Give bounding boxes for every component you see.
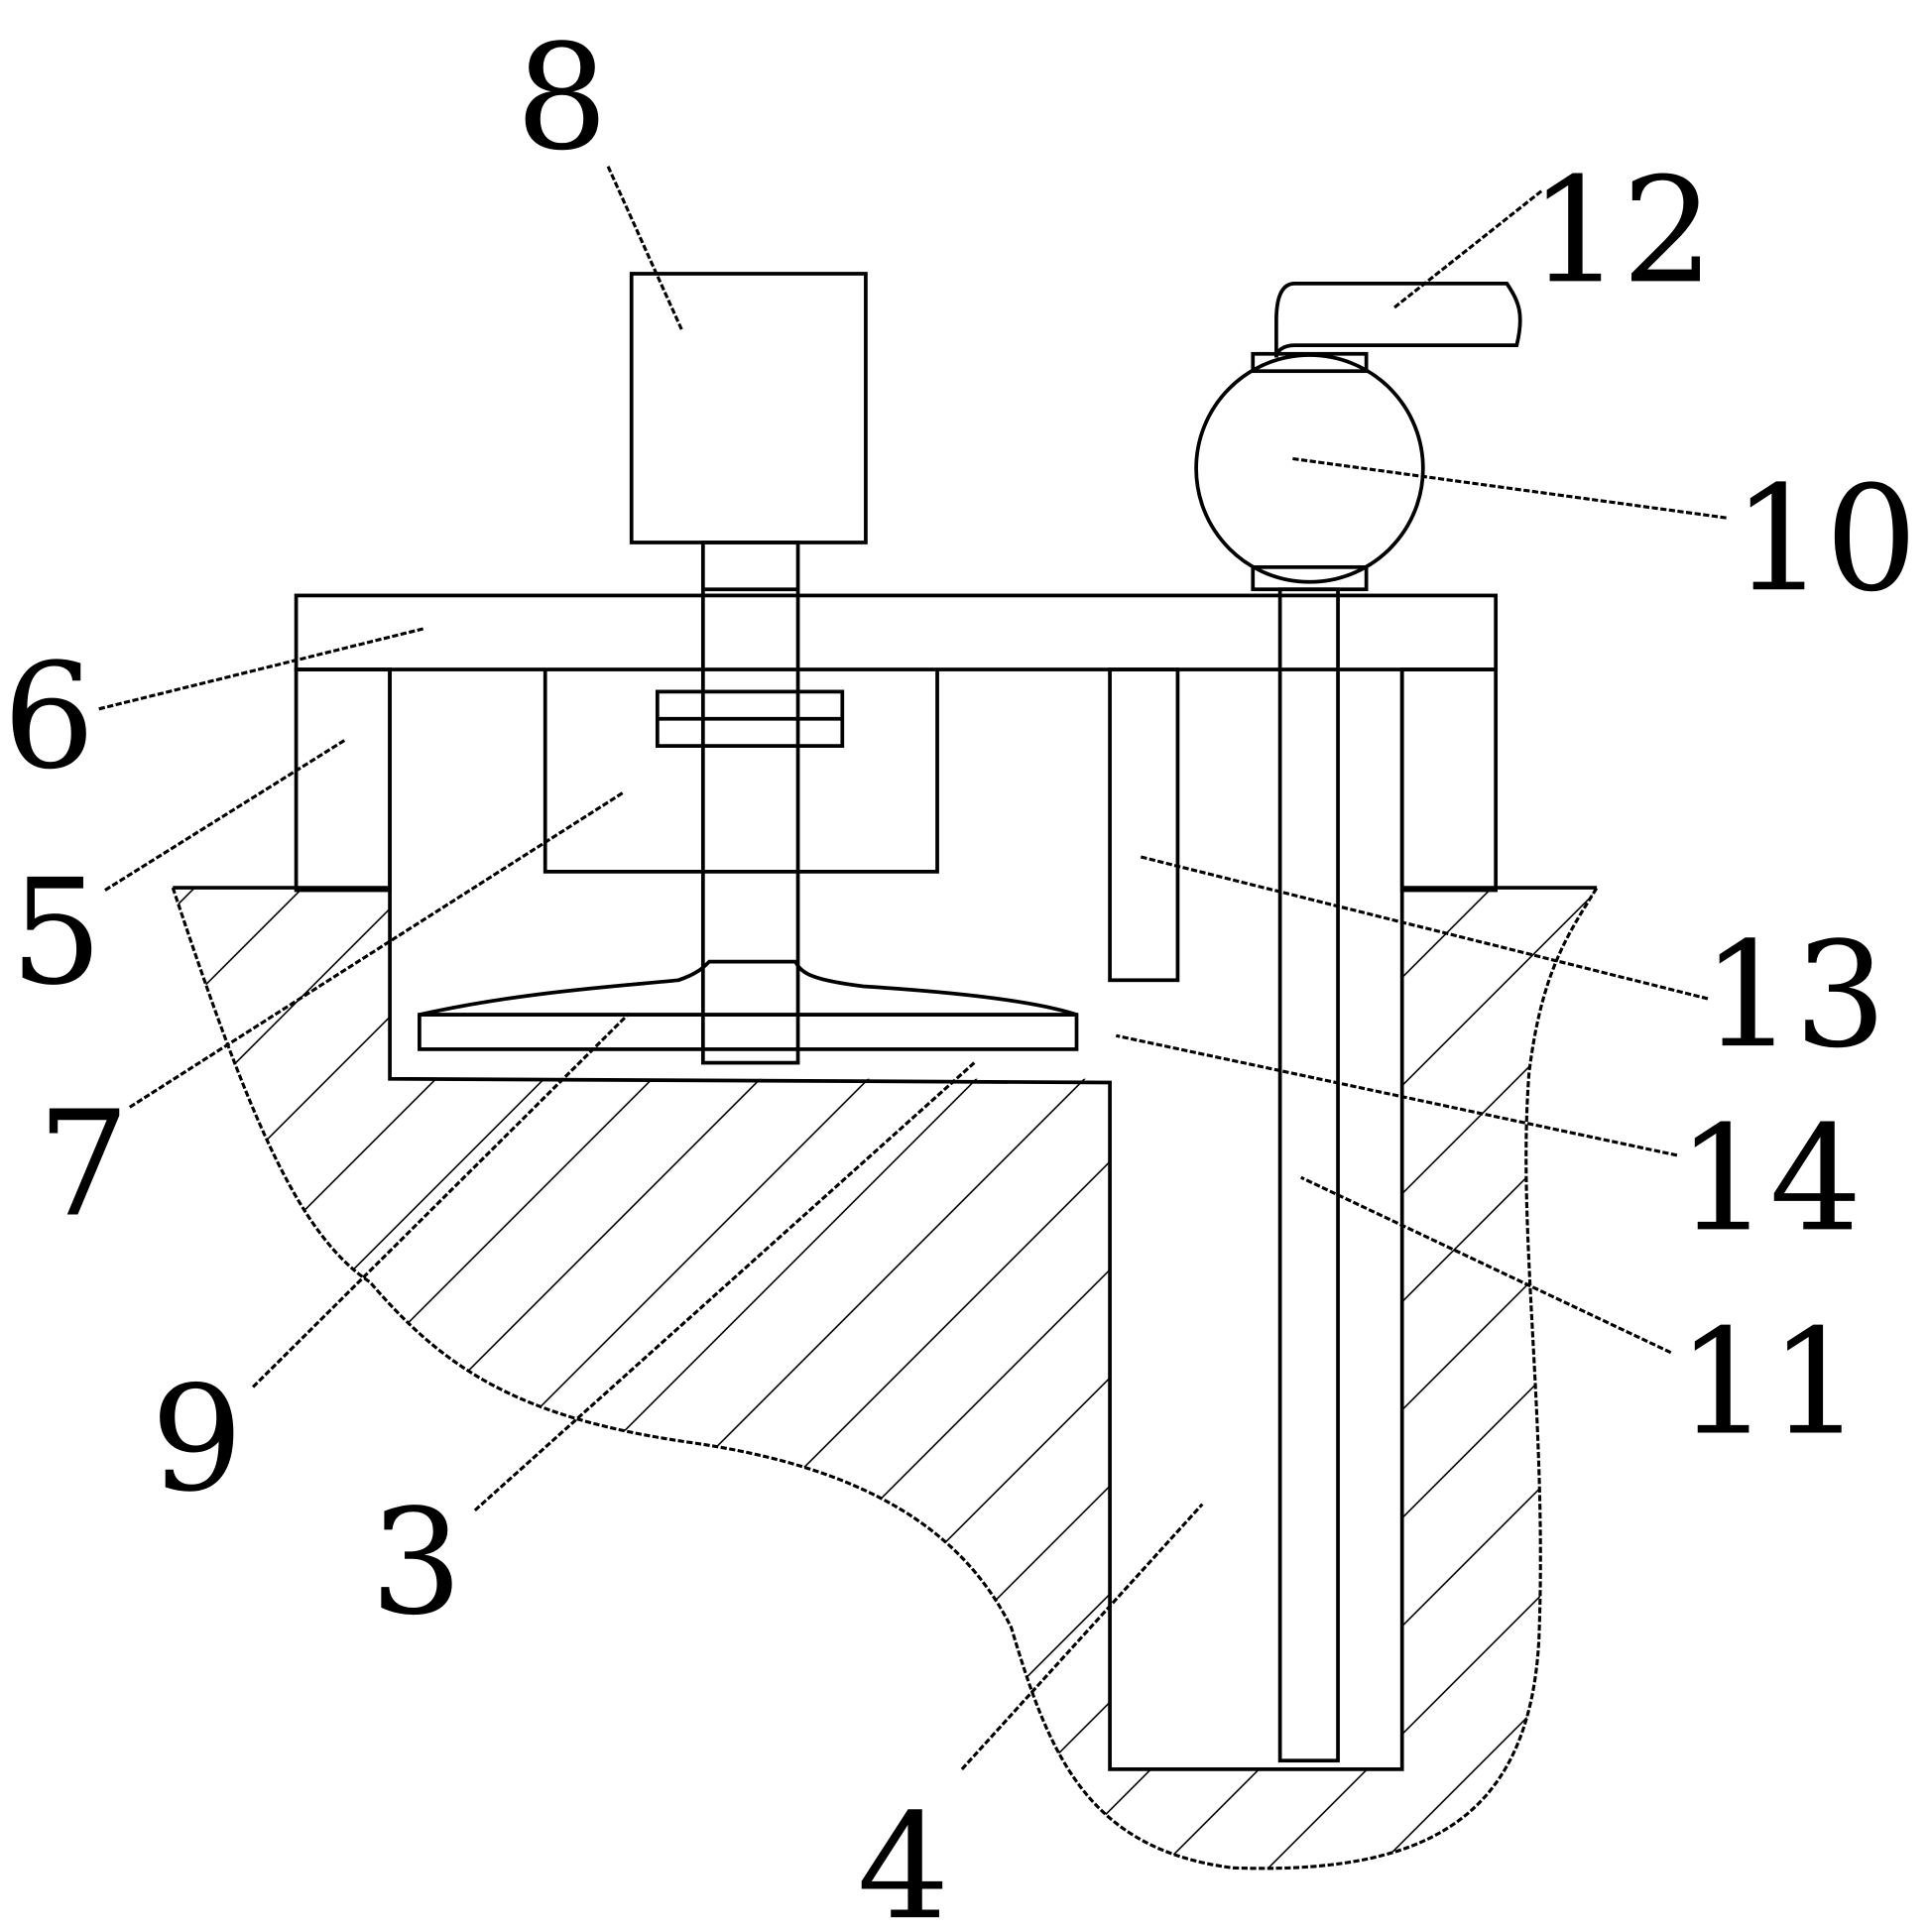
support-left bbox=[294, 667, 392, 893]
coupling bbox=[655, 689, 845, 748]
label-9: 9 bbox=[151, 1355, 243, 1524]
shaft bbox=[700, 541, 800, 1065]
chamber-outline bbox=[388, 669, 1404, 1771]
rod bbox=[1277, 587, 1340, 1763]
inner-housing bbox=[543, 669, 939, 874]
baffle bbox=[1108, 667, 1180, 983]
label-3: 3 bbox=[370, 1478, 462, 1647]
label-6: 6 bbox=[3, 632, 95, 801]
label-4: 4 bbox=[857, 1782, 949, 1932]
label-8: 8 bbox=[516, 13, 608, 182]
label-12: 12 bbox=[1529, 146, 1715, 315]
label-10: 10 bbox=[1733, 454, 1918, 624]
housing-body bbox=[171, 886, 1599, 1871]
label-14: 14 bbox=[1677, 1094, 1863, 1264]
label-11: 11 bbox=[1677, 1298, 1863, 1468]
impeller bbox=[418, 959, 1079, 1051]
valve-handle bbox=[1274, 282, 1522, 358]
cover-plate bbox=[294, 593, 1499, 671]
motor-box bbox=[629, 272, 868, 544]
label-7: 7 bbox=[38, 1079, 130, 1249]
support-right bbox=[1399, 667, 1499, 893]
valve bbox=[1194, 351, 1425, 592]
label-13: 13 bbox=[1702, 910, 1887, 1080]
leader-lines bbox=[98, 166, 1727, 1770]
label-5: 5 bbox=[10, 848, 102, 1018]
